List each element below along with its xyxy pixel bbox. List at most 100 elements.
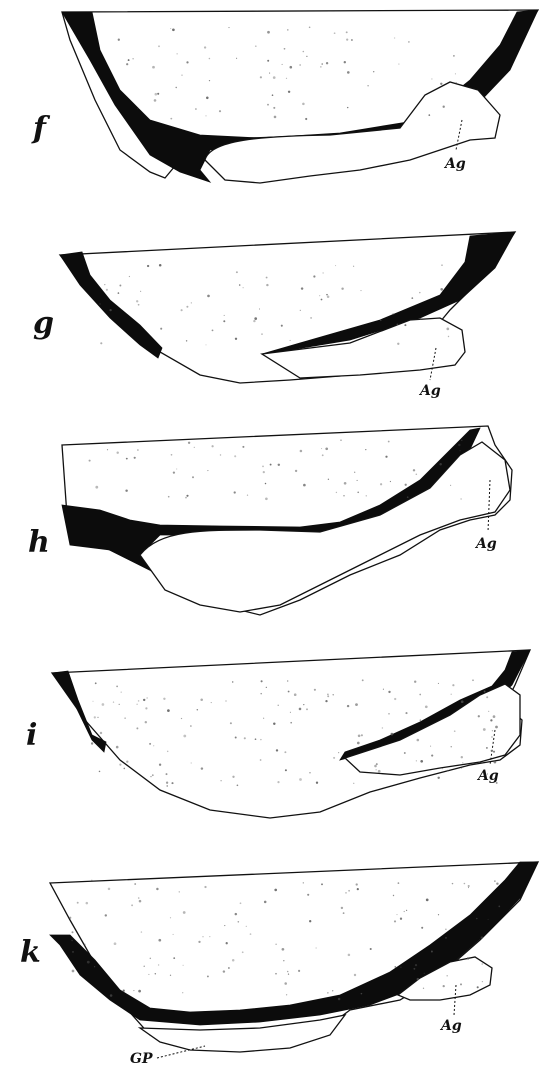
stipple-dot — [119, 285, 121, 287]
stipple-dot — [496, 782, 498, 784]
stipple-dot — [234, 491, 236, 493]
stipple-dot — [294, 693, 297, 696]
stipple-dot — [186, 495, 188, 497]
stipple-dot — [77, 902, 79, 904]
stipple-dot — [235, 338, 237, 340]
stipple-dot — [205, 115, 206, 116]
stipple-dot — [267, 104, 269, 106]
stipple-dot — [440, 83, 442, 85]
stipple-dot — [262, 466, 264, 468]
dark-band-i — [52, 671, 106, 752]
stipple-dot — [400, 918, 402, 920]
stipple-dot — [358, 735, 361, 738]
panel-letter-k: k — [20, 935, 41, 970]
stipple-dot — [266, 284, 268, 286]
stipple-dot — [441, 264, 443, 266]
stipple-dot — [445, 929, 446, 930]
stipple-dot — [321, 299, 323, 301]
stipple-dot — [181, 74, 183, 76]
stipple-dot — [129, 276, 130, 277]
stipple-dot — [398, 64, 399, 65]
stipple-dot — [376, 763, 378, 765]
stipple-dot — [240, 902, 242, 904]
stipple-dot — [207, 470, 208, 471]
stipple-dot — [341, 907, 343, 909]
stipple-dot — [431, 951, 433, 953]
stipple-dot — [494, 880, 495, 881]
stipple-dot — [144, 966, 145, 967]
stipple-dot — [226, 942, 228, 944]
stipple-dot — [167, 751, 168, 752]
stipple-dot — [354, 974, 356, 976]
stipple-dot — [236, 271, 238, 273]
stipple-dot — [149, 743, 151, 745]
stipple-dot — [140, 291, 141, 292]
stipple-dot — [357, 491, 359, 493]
stipple-dot — [159, 764, 161, 766]
stipple-dot — [247, 495, 248, 496]
stipple-dot — [195, 108, 197, 110]
stipple-dot — [102, 703, 105, 706]
stipple-dot — [209, 58, 211, 60]
stipple-dot — [400, 967, 401, 968]
stipple-dot — [109, 309, 111, 311]
stipple-dot — [147, 697, 148, 698]
stipple-dot — [160, 328, 162, 330]
stipple-dot — [361, 734, 363, 736]
stipple-dot — [145, 721, 147, 723]
stipple-dot — [153, 745, 154, 746]
stipple-dot — [239, 284, 241, 286]
stipple-dot — [265, 483, 267, 485]
stipple-dot — [72, 951, 74, 953]
stipple-dot — [321, 63, 323, 65]
stipple-dot — [380, 320, 381, 321]
stipple-dot — [416, 760, 417, 761]
stipple-dot — [284, 982, 287, 985]
stipple-dot — [327, 992, 328, 993]
stipple-dot — [486, 747, 488, 749]
stipple-dot — [394, 37, 395, 38]
stipple-dot — [447, 770, 449, 772]
stipple-dot — [264, 901, 267, 904]
stipple-dot — [461, 440, 462, 441]
stipple-dot — [220, 780, 221, 781]
stipple-dot — [288, 973, 289, 974]
stipple-dot — [394, 966, 396, 968]
stipple-dot — [263, 718, 264, 719]
stipple-dot — [445, 937, 447, 939]
stipple-dot — [260, 693, 262, 695]
stipple-dot — [167, 709, 170, 712]
stipple-dot — [236, 58, 237, 59]
stipple-dot — [461, 756, 463, 758]
stipple-dot — [362, 679, 364, 681]
stipple-dot — [360, 290, 361, 291]
stipple-dot — [255, 738, 257, 740]
stipple-dot — [382, 727, 383, 728]
stipple-dot — [136, 704, 137, 705]
stipple-dot — [159, 264, 162, 267]
stipple-dot — [232, 681, 233, 682]
stipple-dot — [498, 906, 500, 908]
stipple-dot — [411, 297, 413, 299]
stipple-dot — [419, 694, 421, 696]
stipple-dot — [95, 486, 98, 489]
stipple-dot — [267, 31, 270, 34]
stipple-dot — [488, 711, 489, 712]
stipple-dot — [333, 757, 335, 759]
stipple-dot — [413, 469, 415, 471]
stipple-dot — [404, 752, 406, 754]
stipple-dot — [191, 302, 192, 303]
stipple-dot — [494, 761, 497, 764]
stipple-dot — [452, 684, 454, 686]
stipple-dot — [171, 782, 173, 784]
stipple-dot — [343, 495, 344, 496]
stipple-dot — [71, 940, 73, 942]
stipple-dot — [326, 294, 328, 296]
stipple-dot — [397, 343, 399, 345]
stipple-dot — [99, 303, 101, 305]
stipple-dot — [319, 295, 320, 296]
stipple-dot — [238, 921, 240, 923]
stipple-dot — [481, 936, 483, 938]
stipple-dot — [309, 772, 310, 773]
